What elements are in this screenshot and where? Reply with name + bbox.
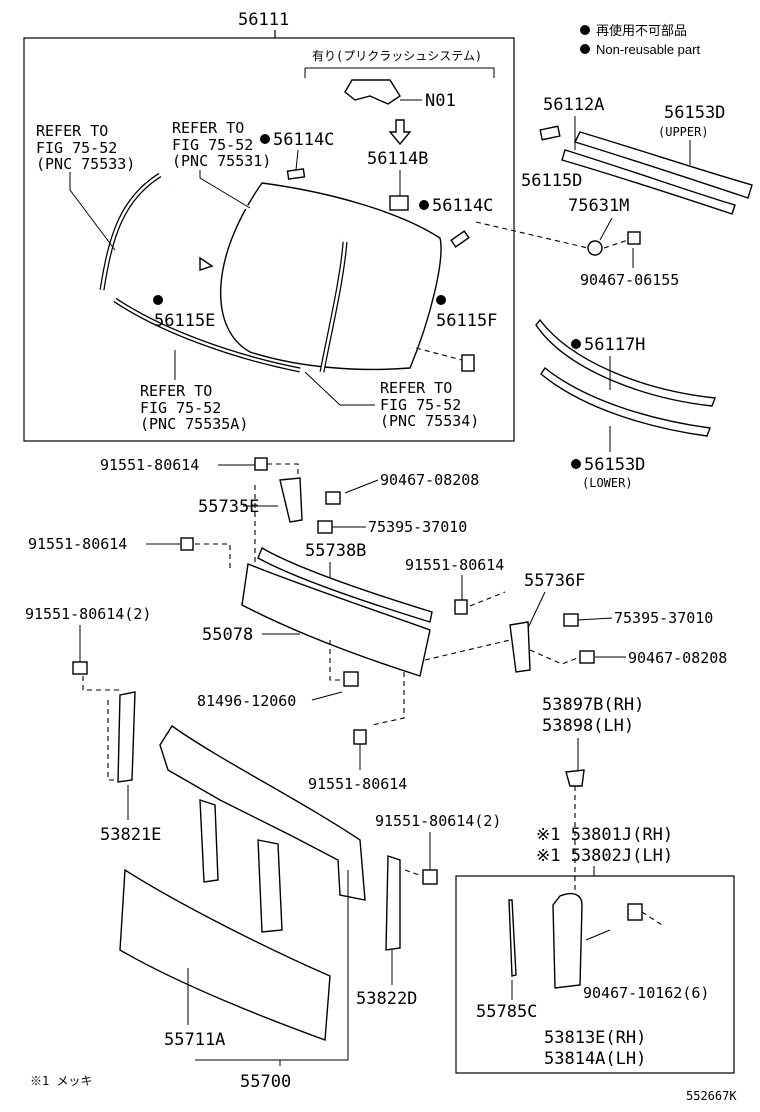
label-91551-80614-2-b: 91551-80614(2) xyxy=(375,812,501,830)
legend-dot-icon xyxy=(580,25,590,35)
label-56114C-right: 56114C xyxy=(432,196,493,216)
pillar-garnish xyxy=(552,892,583,989)
label-90467-08208-a: 90467-08208 xyxy=(380,471,479,489)
label-upper: (UPPER) xyxy=(658,125,709,139)
ref3-line2: FIG 75-52 xyxy=(140,399,221,417)
label-75395-37010-b: 75395-37010 xyxy=(614,609,713,627)
ref1-line3: (PNC 75533) xyxy=(36,155,135,173)
label-lower: (LOWER) xyxy=(582,476,633,490)
legend-dot-icon xyxy=(580,44,590,54)
label-55735E: 55735E xyxy=(198,497,259,517)
label-91551-80614-a: 91551-80614 xyxy=(100,456,199,474)
label-53801J: ※1 53801J(RH) xyxy=(536,825,673,845)
cowl-louver-55711A xyxy=(119,868,331,1041)
seal-55738B xyxy=(257,546,433,623)
windshield-group-box xyxy=(23,37,515,442)
legend-en: Non-reusable part xyxy=(596,42,700,57)
label-56115F: 56115F xyxy=(436,311,497,331)
label-56115E: 56115E xyxy=(154,311,215,331)
sensor-cover-part xyxy=(344,79,401,105)
clip-75631M xyxy=(587,240,603,256)
ref1-line2: FIG 75-52 xyxy=(36,139,117,157)
label-53822D: 53822D xyxy=(356,989,417,1009)
cowl-top-panel xyxy=(159,725,366,901)
label-56112A: 56112A xyxy=(543,95,604,115)
label-56153D-lower: 56153D xyxy=(584,455,645,475)
label-precrash: 有り(プリクラッシュシステム) xyxy=(312,49,482,63)
ref2-line1: REFER TO xyxy=(172,119,244,137)
ref1-line1: REFER TO xyxy=(36,122,108,140)
bracket-56114B xyxy=(389,195,409,211)
label-56117H: 56117H xyxy=(584,335,645,355)
label-55785C: 55785C xyxy=(476,1002,537,1022)
bracket-53821E xyxy=(117,691,136,783)
ref3-line3: (PNC 75535A) xyxy=(140,415,248,433)
windshield-glass xyxy=(219,182,442,371)
label-55711A: 55711A xyxy=(164,1030,225,1050)
label-53898: 53898(LH) xyxy=(542,716,634,736)
footnote: ※1 メッキ xyxy=(30,1074,92,1088)
upper-molding xyxy=(574,131,753,199)
bracket-55735E xyxy=(279,477,303,523)
label-N01: N01 xyxy=(425,91,456,111)
label-53813E: 53813E(RH) xyxy=(544,1028,646,1048)
molding-56153D-lower xyxy=(540,366,711,437)
label-75631M: 75631M xyxy=(568,196,629,216)
diagram-id: 552667K xyxy=(686,1089,737,1103)
label-91551-80614-b: 91551-80614 xyxy=(28,535,127,553)
strip-55785C xyxy=(508,899,517,977)
ref4-line3: (PNC 75534) xyxy=(380,412,479,430)
label-56111: 56111 xyxy=(238,10,289,30)
label-55078: 55078 xyxy=(202,625,253,645)
pillar-group-box xyxy=(455,875,735,1074)
label-55738B: 55738B xyxy=(305,541,366,561)
molding-56117H xyxy=(535,318,716,407)
label-75395-37010-a: 75395-37010 xyxy=(368,518,467,536)
label-55736F: 55736F xyxy=(524,571,585,591)
label-56153D-upper: 56153D xyxy=(664,103,725,123)
label-90467-08208-b: 90467-08208 xyxy=(628,649,727,667)
label-53802J: ※1 53802J(LH) xyxy=(536,846,673,866)
ref3-line1: REFER TO xyxy=(140,382,212,400)
label-53897B: 53897B(RH) xyxy=(542,695,644,715)
panel-55078 xyxy=(241,563,431,677)
ref2-line3: (PNC 75531) xyxy=(172,152,271,170)
label-91551-80614-d: 91551-80614 xyxy=(308,775,407,793)
label-81496-12060: 81496-12060 xyxy=(197,692,296,710)
ref4-line2: FIG 75-52 xyxy=(380,396,461,414)
label-56115D: 56115D xyxy=(521,171,582,191)
clip-56115F xyxy=(461,354,475,372)
bracket-55736F xyxy=(509,621,531,673)
bracket-53822D xyxy=(385,855,401,951)
label-55700: 55700 xyxy=(240,1072,291,1092)
ref4-line1: REFER TO xyxy=(380,379,452,397)
label-90467-06155: 90467-06155 xyxy=(580,271,679,289)
label-91551-80614-c: 91551-80614 xyxy=(405,556,504,574)
arrow-down-icon xyxy=(388,119,412,146)
label-53814A: 53814A(LH) xyxy=(544,1049,646,1069)
ref2-line2: FIG 75-52 xyxy=(172,136,253,154)
label-56114B: 56114B xyxy=(367,149,428,169)
label-56114C-top: 56114C xyxy=(273,130,334,150)
label-90467-10162: 90467-10162(6) xyxy=(583,984,709,1002)
label-53821E: 53821E xyxy=(100,825,161,845)
legend-jp: 再使用不可部品 xyxy=(596,23,687,39)
label-91551-80614-2-a: 91551-80614(2) xyxy=(25,605,151,623)
